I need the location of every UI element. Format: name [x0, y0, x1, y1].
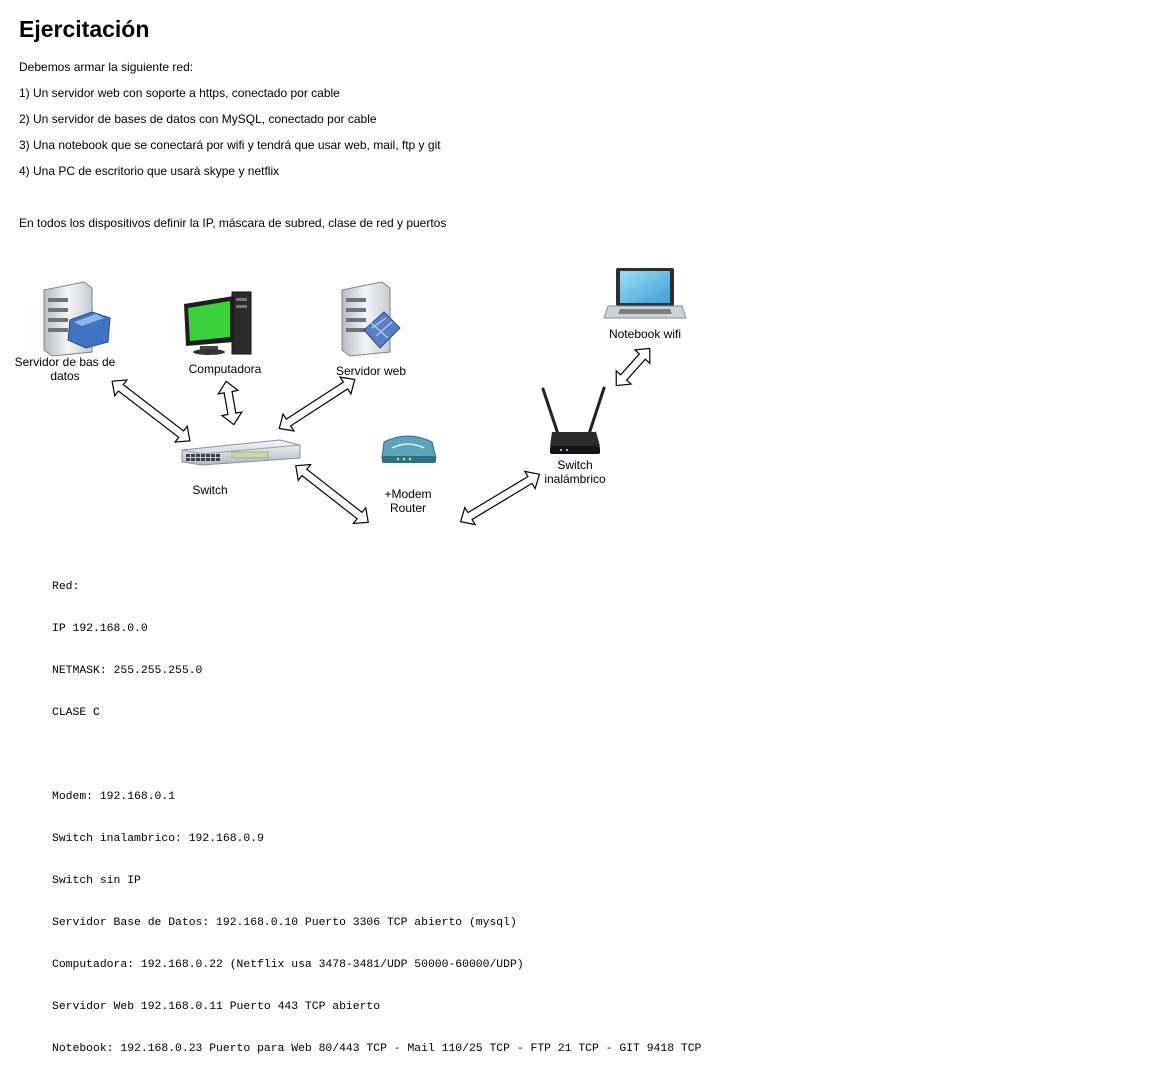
notes-line: Switch sin IP [52, 875, 141, 887]
notes-line: Servidor Base de Datos: 192.168.0.10 Pue… [52, 917, 517, 929]
notes-line: Modem: 192.168.0.1 [52, 791, 176, 803]
modem-router-label: +Modem Router [368, 487, 448, 515]
wireless-switch-label-line2: inalámbrico [544, 472, 606, 486]
computer-label: Computadora [188, 362, 262, 376]
connection-wireless-notebook [615, 347, 651, 387]
notes-line [52, 748, 701, 762]
intro-text: Debemos armar la siguiente red: [19, 60, 194, 74]
switch-label: Switch [192, 483, 228, 497]
notes-line: Notebook: 192.168.0.23 Puerto para Web 8… [52, 1043, 702, 1055]
requirement-4: 4) Una PC de escritorio que usará skype … [19, 164, 280, 178]
notes-line: Switch inalambrico: 192.168.0.9 [52, 833, 264, 845]
modem-label-line1: +Modem [384, 487, 432, 501]
instructions-text: En todos los dispositivos definir la IP,… [19, 216, 447, 230]
requirement-3: 3) Una notebook que se conectará por wif… [19, 138, 441, 152]
notes-line: IP 192.168.0.0 [52, 623, 148, 635]
wireless-router-icon [541, 386, 606, 454]
connection-switch-modem [295, 463, 369, 525]
connection-webserver-switch [278, 376, 356, 432]
network-notes: Red: IP 192.168.0.0 NETMASK: 255.255.255… [52, 552, 701, 1070]
laptop-icon [603, 268, 687, 319]
connection-modem-wireless [459, 470, 541, 526]
notes-line: CLASE C [52, 707, 100, 719]
requirement-2: 2) Un servidor de bases de datos con MyS… [19, 112, 377, 126]
network-switch-icon [181, 439, 301, 466]
wireless-switch-label: Switch inalámbrico [535, 458, 615, 486]
modem-label-line2: Router [389, 501, 427, 515]
notes-line: Red: [52, 581, 80, 593]
notes-line: Servidor Web 192.168.0.11 Puerto 443 TCP… [52, 1001, 381, 1013]
database-server-icon [43, 281, 111, 357]
diagram-canvas [43, 268, 687, 526]
requirement-1: 1) Un servidor web con soporte a https, … [19, 86, 340, 100]
connection-computer-switch [217, 380, 243, 426]
db-server-label: Servidor de bas de datos [5, 355, 125, 383]
notebook-label: Notebook wifi [608, 327, 682, 341]
network-diagram: Servidor de bas de datos Computadora Ser… [0, 240, 1171, 540]
notes-line: Computadora: 192.168.0.22 (Netflix usa 3… [52, 959, 524, 971]
wireless-switch-label-line1: Switch [557, 458, 593, 472]
notes-line: NETMASK: 255.255.255.0 [52, 665, 203, 677]
desktop-computer-icon [184, 291, 252, 355]
connection-arrows [111, 347, 651, 526]
connection-db-switch [111, 379, 191, 443]
web-server-icon [341, 281, 401, 357]
web-server-label: Servidor web [335, 364, 407, 378]
modem-router-icon [381, 435, 437, 463]
db-server-label-line2: datos [50, 369, 80, 383]
page-title: Ejercitación [19, 16, 150, 42]
db-server-label-line1: Servidor de bas de [14, 355, 116, 369]
